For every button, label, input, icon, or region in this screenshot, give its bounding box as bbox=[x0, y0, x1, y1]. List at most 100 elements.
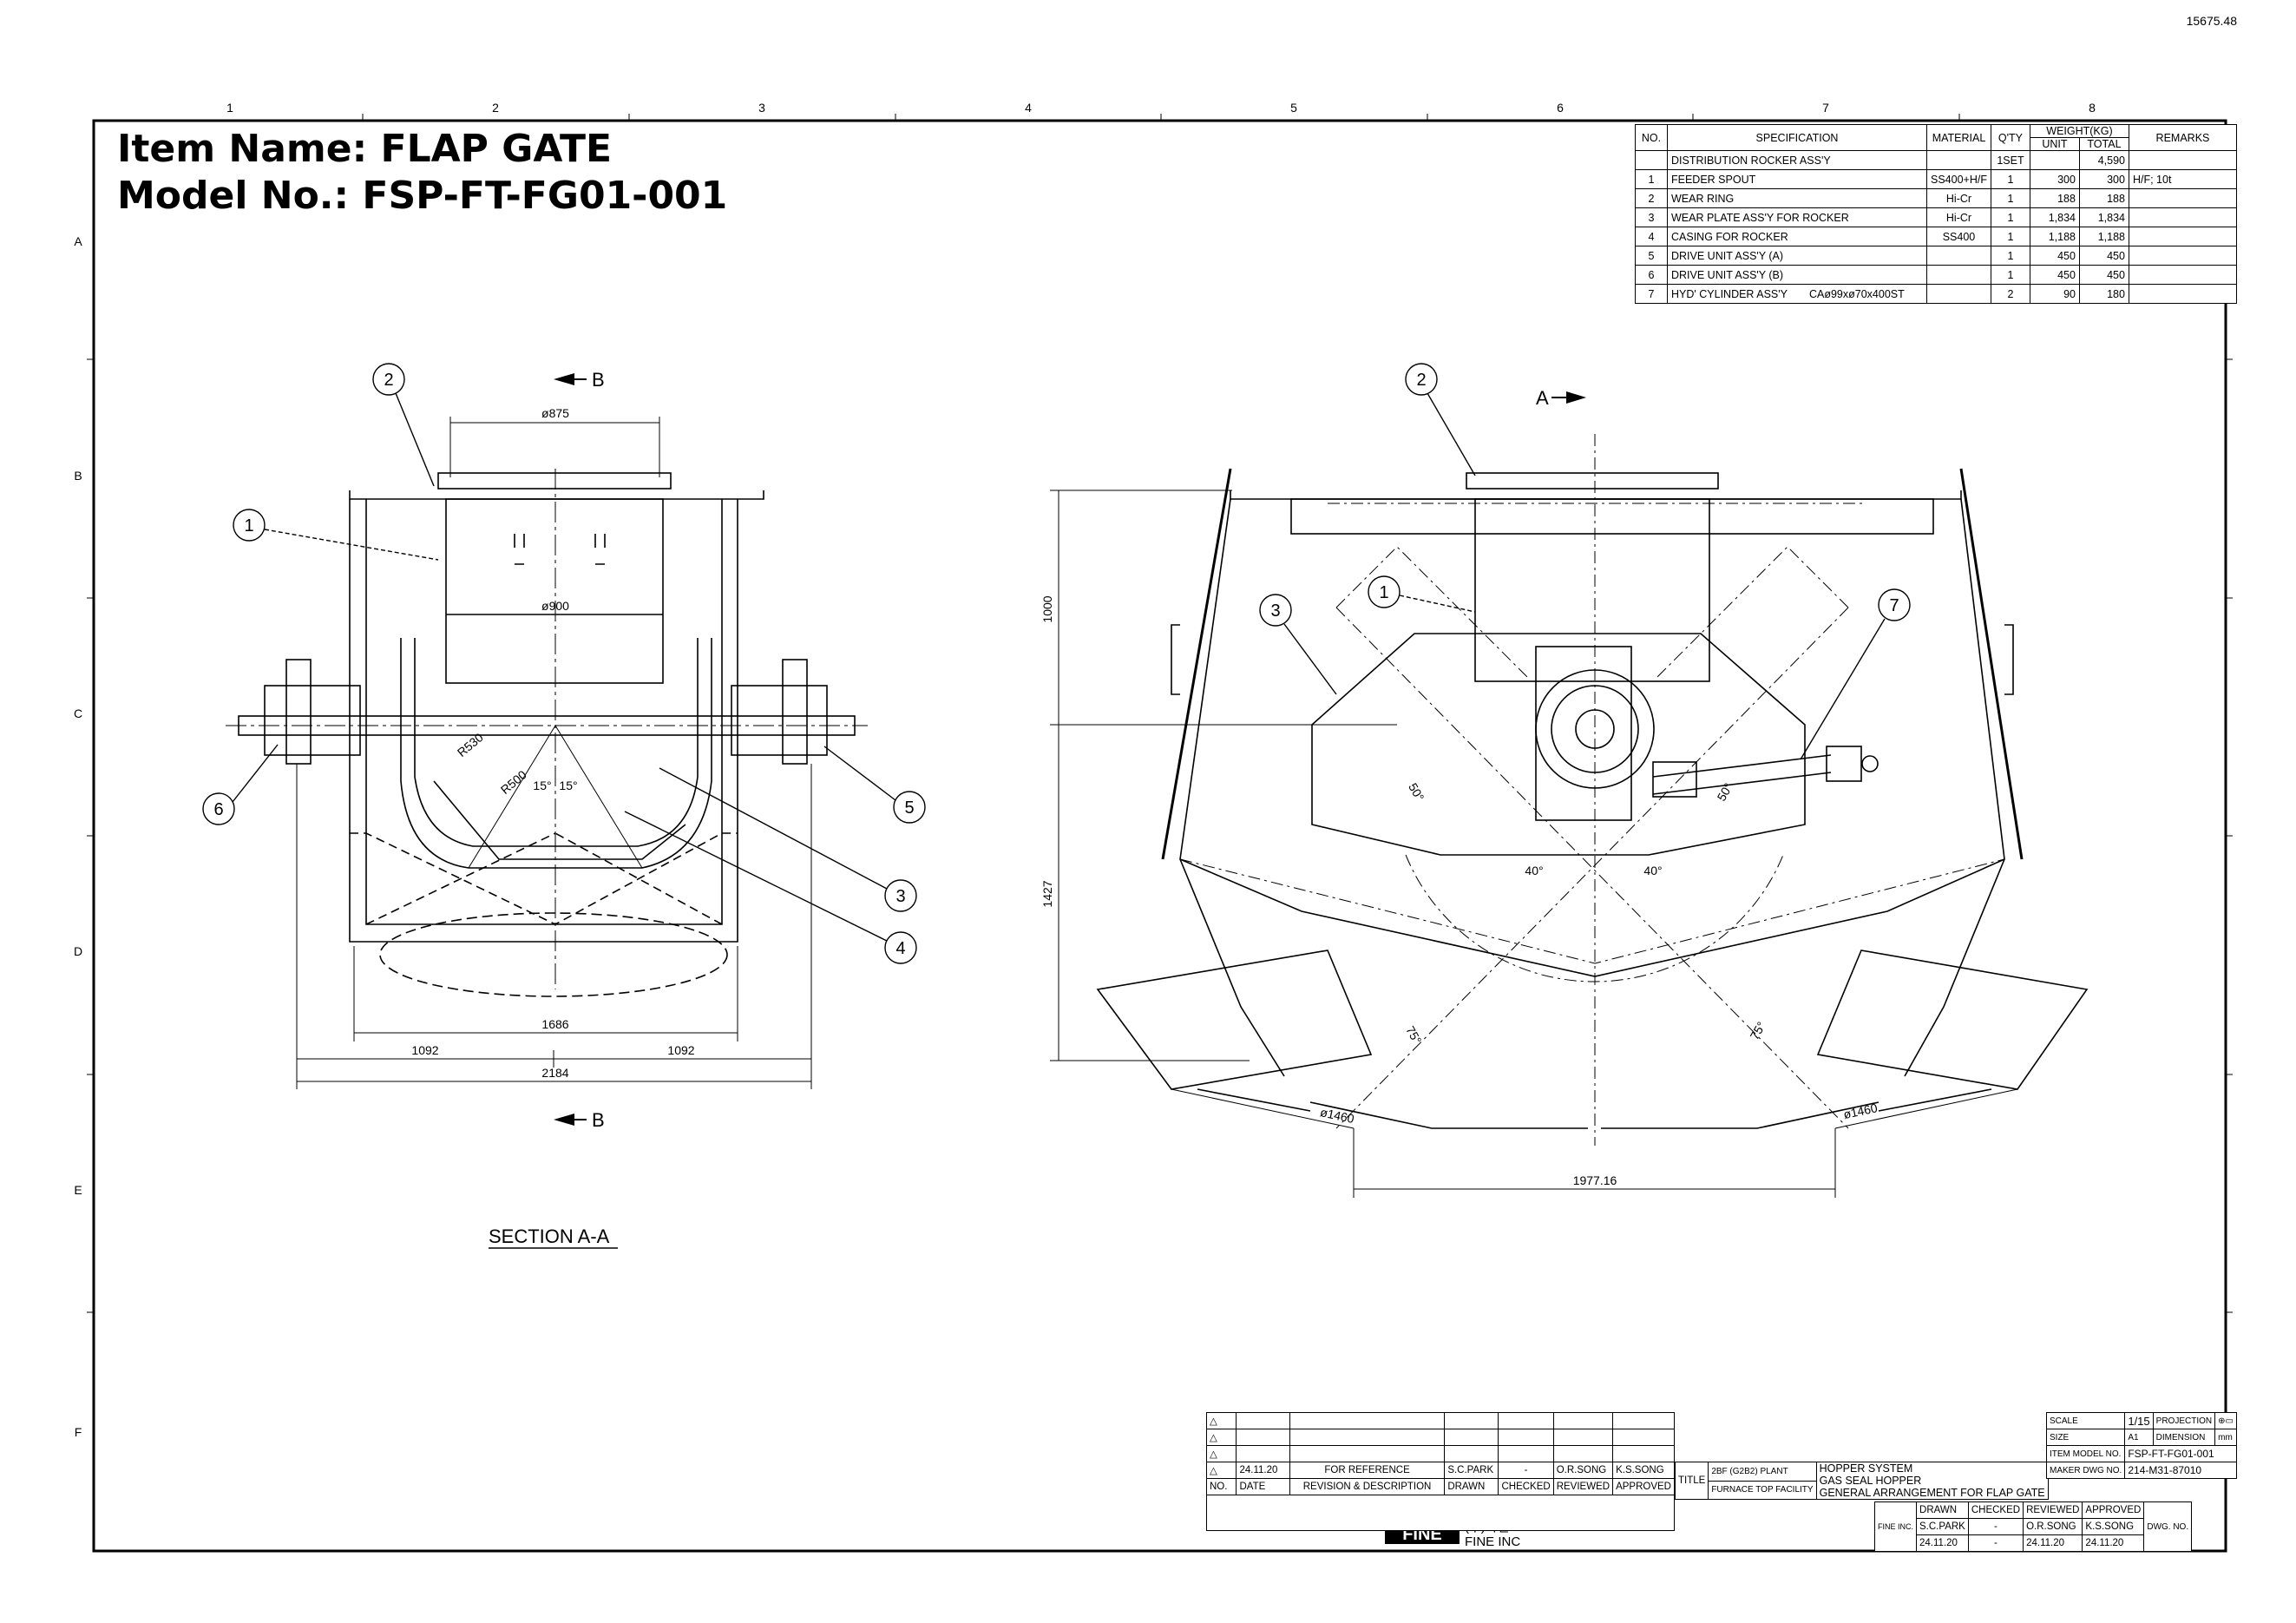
zone-column-label: 5 bbox=[1290, 101, 1297, 115]
main-view bbox=[1096, 468, 2089, 1129]
svg-text:FINE INC: FINE INC bbox=[1465, 1534, 1520, 1549]
balloon-6: 6 bbox=[213, 800, 223, 819]
bom-cell-unit: 300 bbox=[2029, 169, 2080, 189]
balloon-1-main: 1 bbox=[1379, 583, 1388, 602]
bom-header-weight: WEIGHT(KG) bbox=[2029, 124, 2129, 138]
bom-cell-remarks bbox=[2128, 284, 2237, 304]
bom-cell-no: 1 bbox=[1635, 169, 1668, 189]
dim-angle-left: 40° bbox=[1525, 864, 1543, 877]
main-balloon-numbers: 2 1 3 7 bbox=[1270, 371, 1899, 621]
bom-cell-qty: 1 bbox=[1990, 265, 2030, 285]
balloon-5: 5 bbox=[904, 798, 914, 818]
bom-cell-qty: 1 bbox=[1990, 246, 2030, 266]
bom-cell-unit: 450 bbox=[2029, 246, 2080, 266]
bom-cell-qty: 1 bbox=[1990, 169, 2030, 189]
bom-header-no: NO. bbox=[1635, 124, 1668, 151]
bom-cell-total: 4,590 bbox=[2078, 150, 2129, 170]
bom-cell-unit: 450 bbox=[2029, 265, 2080, 285]
dim-span: 1977.16 bbox=[1573, 1173, 1617, 1187]
balloon-2: 2 bbox=[384, 371, 393, 390]
dim-angle-right: 40° bbox=[1643, 864, 1662, 877]
bom-cell-material: SS400+H/F bbox=[1926, 169, 1991, 189]
bom-cell-no: 3 bbox=[1635, 207, 1668, 227]
zone-row-label: E bbox=[74, 1183, 82, 1197]
bom-cell-qty: 1 bbox=[1990, 188, 2030, 208]
zone-row-label: D bbox=[74, 944, 82, 958]
dim-angle-left: 15° bbox=[533, 779, 551, 792]
bom-cell-spec: WEAR PLATE ASS'Y FOR ROCKER bbox=[1667, 207, 1927, 227]
zone-column-label: 1 bbox=[226, 101, 233, 115]
bom-cell-remarks bbox=[2128, 150, 2237, 170]
bom-cell-unit: 90 bbox=[2029, 284, 2080, 304]
bom-cell-qty: 1 bbox=[1990, 207, 2030, 227]
bom-cell-spec: DRIVE UNIT ASS'Y (B) bbox=[1667, 265, 1927, 285]
bom-cell-spec: HYD' CYLINDER ASS'Y CAø99xø70x400ST bbox=[1667, 284, 1927, 304]
section-view bbox=[226, 469, 868, 997]
bill-of-materials: NO. SPECIFICATION MATERIAL Q'TY WEIGHT(K… bbox=[1635, 124, 2237, 304]
bom-cell-remarks bbox=[2128, 207, 2237, 227]
item-name: Item Name: FLAP GATE bbox=[117, 127, 613, 171]
dim-inner-dia: ø900 bbox=[541, 599, 569, 613]
projection-symbol-icon: ⊕▭ bbox=[2214, 1412, 2237, 1429]
bom-cell-spec: DRIVE UNIT ASS'Y (A) bbox=[1667, 246, 1927, 266]
zone-row-label: B bbox=[74, 469, 82, 483]
main-balloons bbox=[1259, 363, 1911, 760]
bom-cell-no bbox=[1635, 150, 1668, 170]
bom-cell-spec: WEAR RING bbox=[1667, 188, 1927, 208]
bom-cell-remarks: H/F; 10t bbox=[2128, 169, 2237, 189]
bom-cell-unit: 1,834 bbox=[2029, 207, 2080, 227]
bom-cell-no: 4 bbox=[1635, 227, 1668, 246]
section-mark-b-top: B bbox=[554, 369, 605, 391]
zone-row-label: C bbox=[74, 706, 82, 720]
section-mark-b-bottom: B bbox=[554, 1109, 605, 1131]
balloon-3: 3 bbox=[895, 887, 905, 906]
section-dimensions bbox=[296, 417, 812, 1089]
balloon-7-main: 7 bbox=[1889, 596, 1899, 615]
svg-text:A: A bbox=[1536, 387, 1549, 409]
revision-header-row: NO. DATE REVISION & DESCRIPTION DRAWN CH… bbox=[1205, 1478, 1675, 1495]
bom-cell-total: 300 bbox=[2078, 169, 2129, 189]
revision-row: △ 24.11.20 FOR REFERENCE S.C.PARK - O.R.… bbox=[1205, 1462, 1675, 1479]
section-label: SECTION A-A bbox=[489, 1225, 610, 1247]
dim-tilt-right: 75° bbox=[1747, 1019, 1768, 1041]
bom-cell-qty: 1 bbox=[1990, 227, 2030, 246]
zone-column-label: 6 bbox=[1557, 101, 1564, 115]
dim-dia-left: ø1460 bbox=[1319, 1105, 1355, 1126]
bom-cell-no: 2 bbox=[1635, 188, 1668, 208]
bom-header-unit: UNIT bbox=[2029, 137, 2080, 151]
balloon-2-main: 2 bbox=[1416, 371, 1426, 390]
bom-cell-material bbox=[1926, 284, 1991, 304]
dim-dia-right: ø1460 bbox=[1842, 1101, 1879, 1121]
dim-upper-height: 1000 bbox=[1040, 595, 1054, 622]
bom-cell-no: 7 bbox=[1635, 284, 1668, 304]
bom-cell-total: 180 bbox=[2078, 284, 2129, 304]
bom-cell-material: Hi-Cr bbox=[1926, 207, 1991, 227]
item-model-no: FSP-FT-FG01-001 bbox=[2124, 1445, 2237, 1462]
main-dimensions bbox=[1050, 490, 2018, 1198]
bom-cell-spec: FEEDER SPOUT bbox=[1667, 169, 1927, 189]
bom-header-spec: SPECIFICATION bbox=[1667, 124, 1927, 151]
balloon-1: 1 bbox=[244, 516, 253, 536]
bom-cell-spec: CASING FOR ROCKER bbox=[1667, 227, 1927, 246]
section-balloons bbox=[202, 363, 926, 964]
bom-cell-material: Hi-Cr bbox=[1926, 188, 1991, 208]
dim-base: 1686 bbox=[541, 1017, 568, 1031]
title-label: TITLE bbox=[1674, 1462, 1709, 1500]
revision-block: △ △ △ △ 24.11.20 FOR REFERENCE S.C.PARK … bbox=[1205, 1412, 1675, 1531]
bom-cell-total: 450 bbox=[2078, 246, 2129, 266]
dim-half-right: 1092 bbox=[667, 1043, 694, 1057]
zone-column-label: 4 bbox=[1025, 101, 1032, 115]
dim-r500: R500 bbox=[498, 767, 529, 797]
svg-text:B: B bbox=[592, 369, 605, 391]
dim-overall: 2184 bbox=[541, 1066, 568, 1080]
